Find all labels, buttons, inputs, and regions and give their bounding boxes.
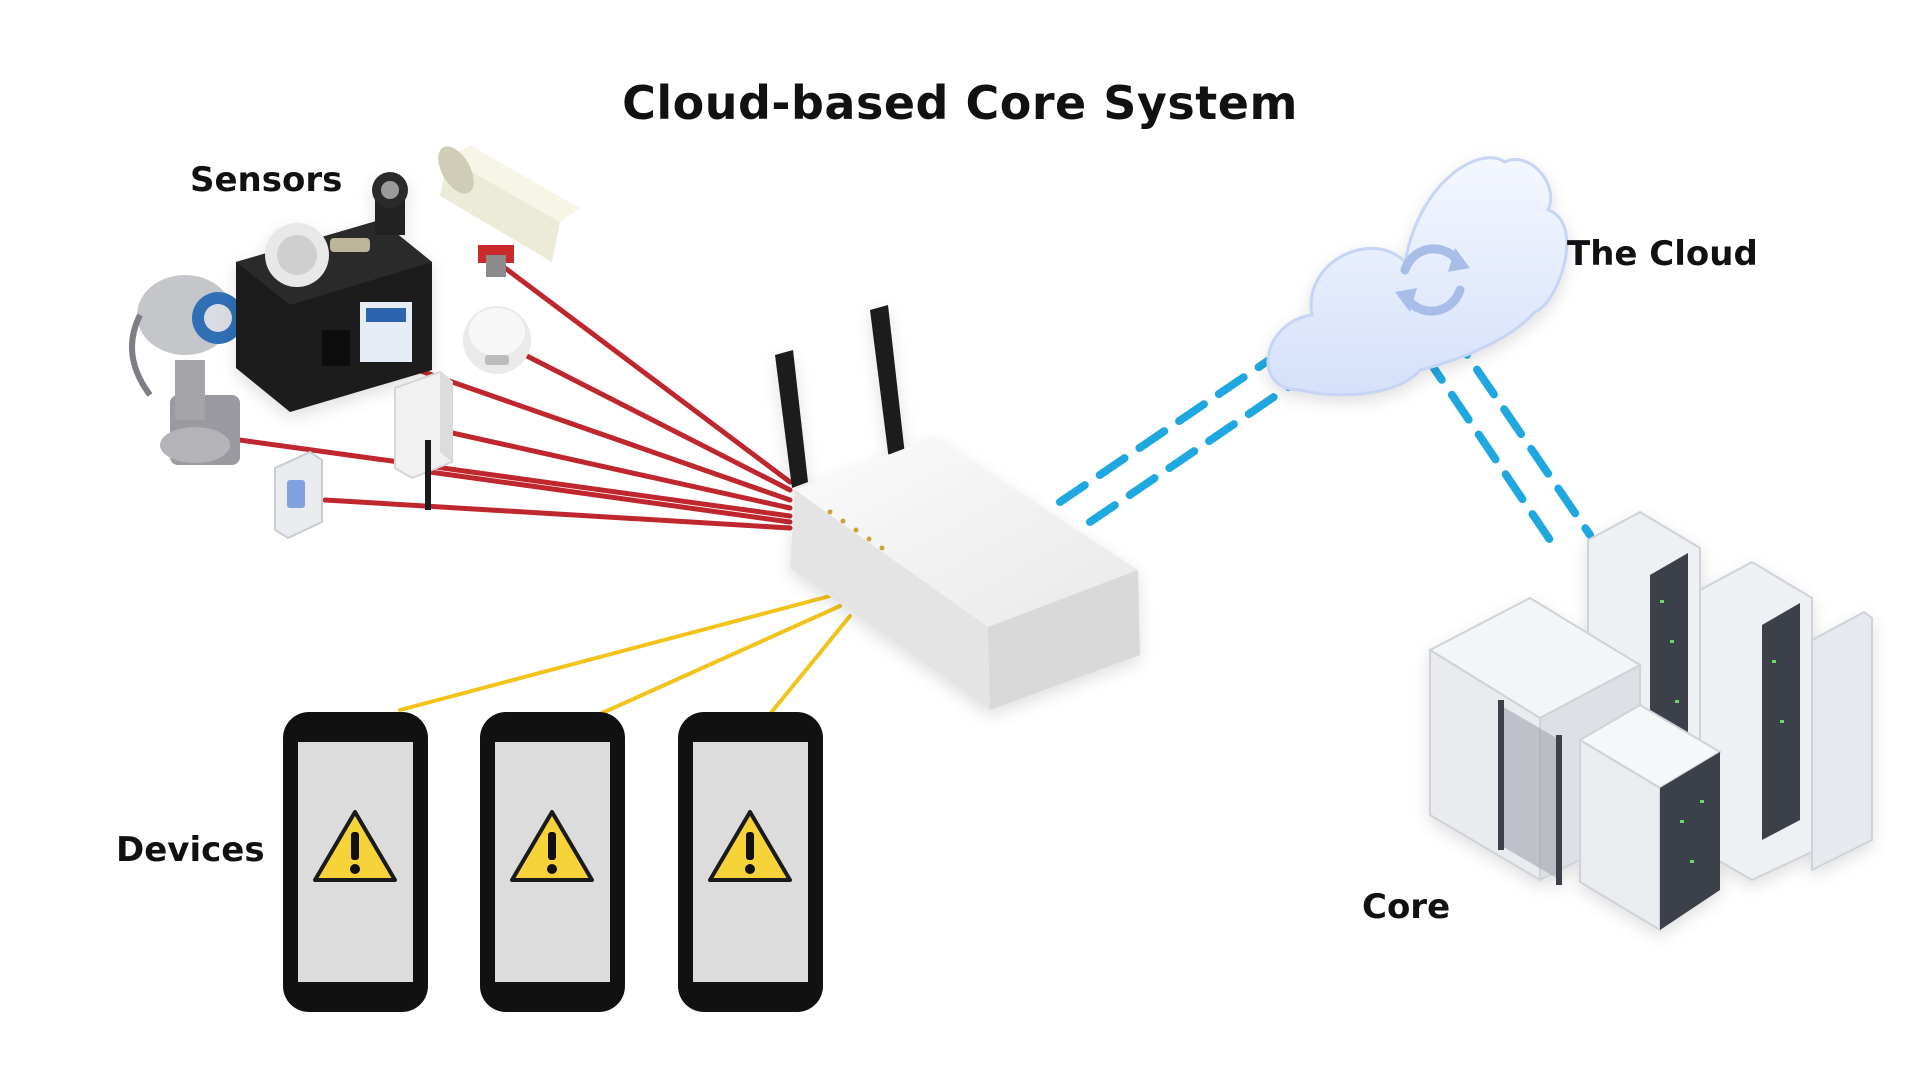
sensors-label: Sensors (190, 160, 343, 200)
sensor-links (222, 265, 793, 531)
sensor-link (392, 359, 793, 503)
server-rack-front (1427, 596, 1722, 932)
warning-icon (510, 810, 594, 882)
diagram-title: Cloud-based Core System (622, 76, 1298, 130)
core-label: Core (1362, 887, 1451, 927)
sensor-link (502, 265, 793, 485)
cloud-core-link (1421, 351, 1554, 544)
router-icon (775, 305, 1140, 710)
gas-detector-icon (236, 172, 432, 412)
sensor-link (222, 435, 793, 519)
device-phone (283, 712, 428, 1012)
device-link (398, 594, 832, 712)
device-link (598, 604, 842, 716)
device-phone (678, 712, 823, 1012)
router-cloud-link (1056, 354, 1276, 506)
sensor-link (322, 497, 793, 531)
security-camera-icon (129, 275, 244, 465)
server-racks-icon (1427, 510, 1873, 932)
motion-sensor-icon (274, 450, 323, 540)
cloud-label: The Cloud (1567, 234, 1758, 274)
cloud-links (1056, 326, 1594, 544)
warning-icon (708, 810, 792, 882)
sensor-link (427, 425, 793, 511)
device-links (398, 594, 852, 716)
floodlight-camera-icon (438, 145, 580, 277)
device-link (768, 614, 852, 716)
wall-sensor-icon (394, 370, 453, 510)
router-cloud-link (1086, 382, 1294, 526)
warning-icon (313, 810, 397, 882)
cloud-core-link (1446, 326, 1594, 539)
smoke-detector-icon (463, 306, 531, 374)
device-phone (480, 712, 625, 1012)
devices-label: Devices (116, 830, 265, 870)
sensor-link (522, 352, 793, 493)
sensor-link (427, 469, 793, 525)
cloud-sync-icon (1266, 156, 1569, 397)
